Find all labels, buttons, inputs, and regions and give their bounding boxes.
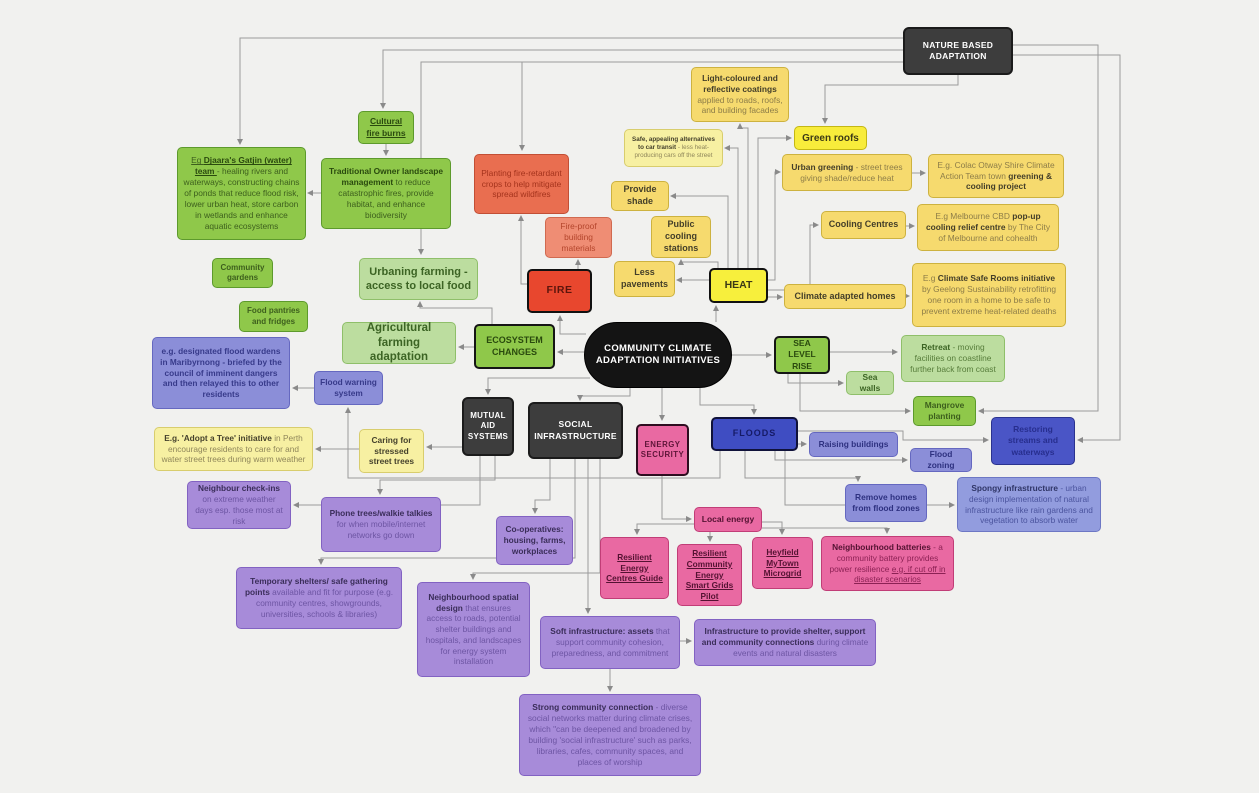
- node-neighbourhood-batteries[interactable]: Neighbourhood batteries - a community ba…: [821, 536, 954, 591]
- node-urbaning-farming[interactable]: Urbaning farming - access to local food: [359, 258, 478, 300]
- node-heyfield-mytown-microgrid[interactable]: Heyfield MyTown Microgrid: [752, 537, 813, 589]
- node-flood-warning-system[interactable]: Flood warning system: [314, 371, 383, 405]
- node-soft-infrastructure[interactable]: Soft infrastructure: assets that support…: [540, 616, 680, 669]
- node-agricultural-farming-adaptation[interactable]: Agricultural farming adaptation: [342, 322, 456, 364]
- node-social-infrastructure[interactable]: SOCIAL INFRASTRUCTURE: [528, 402, 623, 459]
- node-green-roofs[interactable]: Green roofs: [794, 126, 867, 150]
- node-climate-adapted-homes[interactable]: Climate adapted homes: [784, 284, 906, 309]
- node-floods[interactable]: FLOODS: [711, 417, 798, 451]
- node-urban-greening[interactable]: Urban greening - street trees giving sha…: [782, 154, 912, 191]
- node-mangrove-planting[interactable]: Mangrove planting: [913, 396, 976, 426]
- node-planting-fire-retardant-crops[interactable]: Planting fire-retardant crops to help mi…: [474, 154, 569, 214]
- node-mutual-aid-systems[interactable]: MUTUAL AID SYSTEMS: [462, 397, 514, 456]
- node-neighbourhood-spatial-design[interactable]: Neighbourhood spatial design that ensure…: [417, 582, 530, 677]
- node-colac-otway-greening-cooling-project[interactable]: E.g. Colac Otway Shire Climate Action Te…: [928, 154, 1064, 198]
- node-co-operatives[interactable]: Co-operatives: housing, farms, workplace…: [496, 516, 573, 565]
- node-djaara-gatjin-water-team[interactable]: Eg Djaara's Gatjin (water) team - healin…: [177, 147, 306, 240]
- node-nature-based-adaptation[interactable]: NATURE BASED ADAPTATION: [903, 27, 1013, 75]
- node-food-pantries-and-fridges[interactable]: Food pantries and fridges: [239, 301, 308, 332]
- node-resilient-community-energy-smart-grids-pilot[interactable]: Resilient Community Energy Smart Grids P…: [677, 544, 742, 606]
- node-light-coloured-reflective-coatings[interactable]: Light-coloured and reflective coatings a…: [691, 67, 789, 122]
- node-community-gardens[interactable]: Community gardens: [212, 258, 273, 288]
- node-climate-safe-rooms-initiative[interactable]: E.g Climate Safe Rooms initiative by Gee…: [912, 263, 1066, 327]
- node-ecosystem-changes[interactable]: ECOSYSTEM CHANGES: [474, 324, 555, 369]
- node-fire[interactable]: FIRE: [527, 269, 592, 313]
- node-infrastructure-to-provide-shelter[interactable]: Infrastructure to provide shelter, suppo…: [694, 619, 876, 666]
- node-strong-community-connection[interactable]: Strong community connection - diverse so…: [519, 694, 701, 776]
- node-adopt-a-tree-initiative[interactable]: E.g. 'Adopt a Tree' initiative in Perth …: [154, 427, 313, 471]
- node-cultural-fire-burns[interactable]: Cultural fire burns: [358, 111, 414, 144]
- node-sea-level-rise[interactable]: SEA LEVEL RISE: [774, 336, 830, 374]
- node-phone-trees-walkie-talkies[interactable]: Phone trees/walkie talkies for when mobi…: [321, 497, 441, 552]
- node-hub-community-climate-adaptation-initiatives[interactable]: COMMUNITY CLIMATE ADAPTATION INITIATIVES: [584, 322, 732, 388]
- node-flood-zoning[interactable]: Flood zoning: [910, 448, 972, 472]
- node-spongy-infrastructure[interactable]: Spongy infrastructure - urban design imp…: [957, 477, 1101, 532]
- node-less-pavements[interactable]: Less pavements: [614, 261, 675, 297]
- node-restoring-streams-and-waterways[interactable]: Restoring streams and waterways: [991, 417, 1075, 465]
- node-traditional-owner-landscape-management[interactable]: Traditional Owner landscape management t…: [321, 158, 451, 229]
- node-sea-walls[interactable]: Sea walls: [846, 371, 894, 395]
- node-energy-security[interactable]: ENERGY SECURITY: [636, 424, 689, 476]
- node-cooling-centres[interactable]: Cooling Centres: [821, 211, 906, 239]
- node-retreat[interactable]: Retreat - moving facilities on coastline…: [901, 335, 1005, 382]
- node-melbourne-popup-cooling-relief-centre[interactable]: E.g Melbourne CBD pop-up cooling relief …: [917, 204, 1059, 251]
- node-resilient-energy-centres-guide[interactable]: Resilient Energy Centres Guide: [600, 537, 669, 599]
- node-raising-buildings[interactable]: Raising buildings: [809, 432, 898, 457]
- node-remove-homes-from-flood-zones[interactable]: Remove homes from flood zones: [845, 484, 927, 522]
- node-temporary-shelters-safe-gathering-points[interactable]: Temporary shelters/ safe gathering point…: [236, 567, 402, 629]
- node-heat[interactable]: HEAT: [709, 268, 768, 303]
- node-provide-shade[interactable]: Provide shade: [611, 181, 669, 211]
- node-neighbour-check-ins[interactable]: Neighbour check-ins on extreme weather d…: [187, 481, 291, 529]
- node-public-cooling-stations[interactable]: Public cooling stations: [651, 216, 711, 258]
- node-flood-wardens-maribyrnong[interactable]: e.g. designated flood wardens in Maribyr…: [152, 337, 290, 409]
- node-fire-proof-building-materials[interactable]: Fire-proof building materials: [545, 217, 612, 258]
- node-caring-for-stressed-street-trees[interactable]: Caring for stressed street trees: [359, 429, 424, 473]
- node-local-energy[interactable]: Local energy: [694, 507, 762, 532]
- node-safe-appealing-alternatives-to-car-transit[interactable]: Safe, appealing alternatives to car tran…: [624, 129, 723, 167]
